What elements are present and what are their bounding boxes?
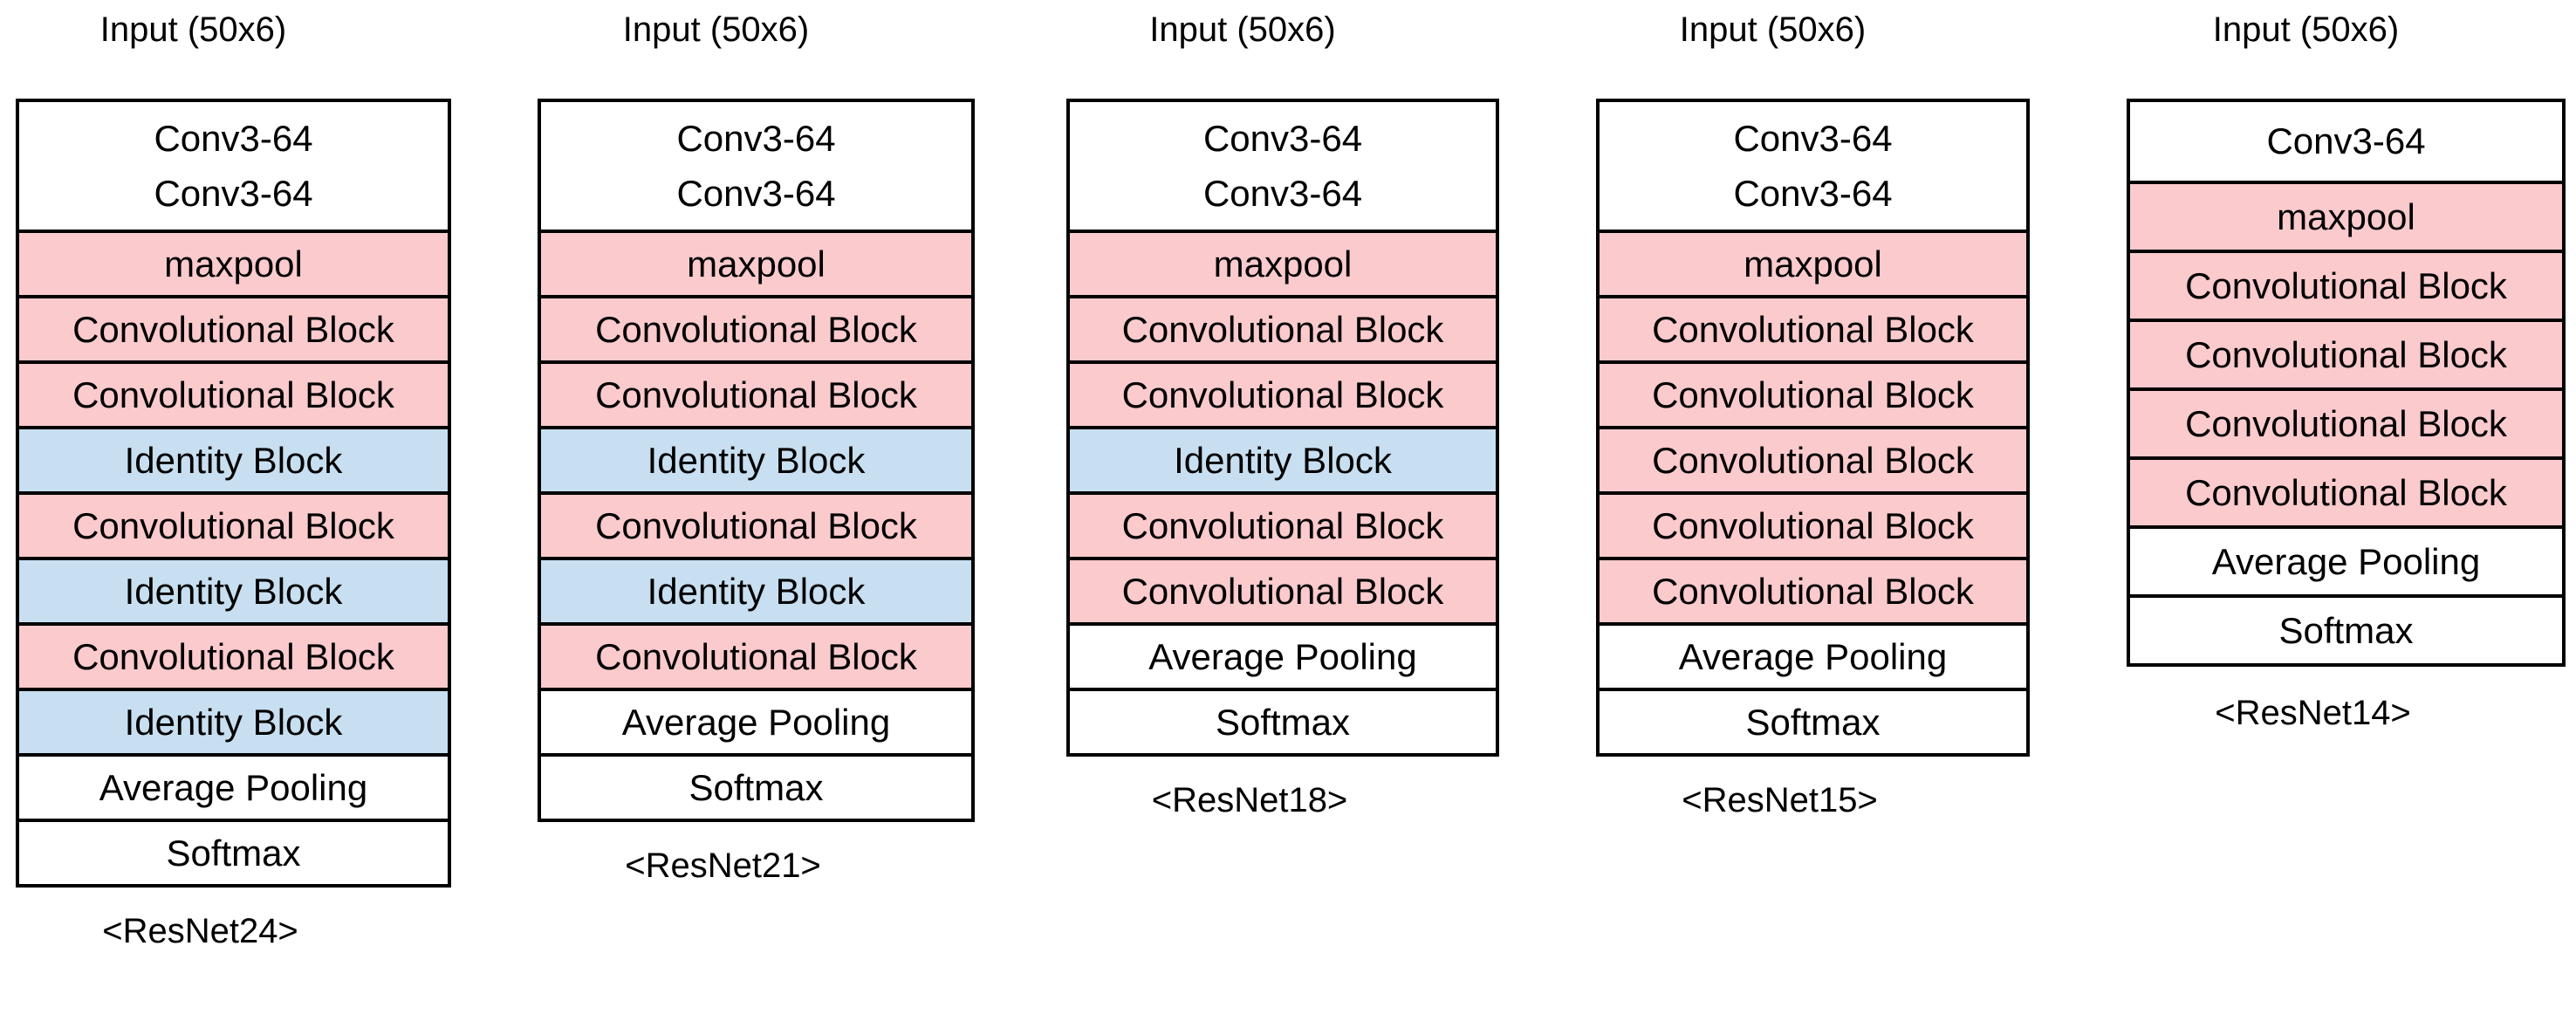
layer-row: Convolutional Block <box>19 495 448 560</box>
layer-row: Convolutional Block <box>541 626 971 691</box>
layer-row: Convolutional Block <box>19 626 448 691</box>
conv-line: Conv3-64 <box>1202 173 1363 214</box>
resnet21-column: Input (50x6) Conv3-64 Conv3-64 maxpool C… <box>538 0 975 1035</box>
layer-row: Convolutional Block <box>541 364 971 429</box>
network-name-label: <ResNet15> <box>1682 781 1878 819</box>
layer-row-conv: Conv3-64 Conv3-64 <box>1600 102 2026 233</box>
layer-row: Convolutional Block <box>19 298 448 364</box>
layer-row: Convolutional Block <box>1600 560 2026 626</box>
input-label: Input (50x6) <box>1679 10 1867 49</box>
layer-row: Identity Block <box>19 691 448 757</box>
input-label: Input (50x6) <box>1149 10 1336 49</box>
layer-row: Average Pooling <box>2130 529 2562 598</box>
layer-row: Convolutional Block <box>2130 391 2562 460</box>
layer-row: Convolutional Block <box>2130 322 2562 391</box>
layer-row: Identity Block <box>19 560 448 626</box>
layer-row: Identity Block <box>19 429 448 495</box>
conv-line: Conv3-64 <box>676 173 836 214</box>
conv-line: Conv3-64 <box>1733 118 1893 159</box>
network-name-label: <ResNet18> <box>1151 781 1348 819</box>
layer-row: Convolutional Block <box>1070 364 1496 429</box>
layer-row: Identity Block <box>541 560 971 626</box>
layer-row: Convolutional Block <box>1070 298 1496 364</box>
input-label: Input (50x6) <box>99 10 287 49</box>
layer-row: Convolutional Block <box>19 364 448 429</box>
input-label: Input (50x6) <box>622 10 810 49</box>
conv-line: Conv3-64 <box>676 118 836 159</box>
network-name-label: <ResNet24> <box>102 912 298 950</box>
conv-line: Conv3-64 <box>1202 118 1363 159</box>
layer-stack: Conv3-64 Conv3-64 maxpool Convolutional … <box>1066 99 1499 757</box>
resnet18-column: Input (50x6) Conv3-64 Conv3-64 maxpool C… <box>1066 0 1499 1035</box>
layer-row: Average Pooling <box>1070 626 1496 691</box>
layer-row: Convolutional Block <box>1600 495 2026 560</box>
layer-row: Convolutional Block <box>1600 429 2026 495</box>
layer-row: Convolutional Block <box>2130 253 2562 322</box>
layer-row-conv: Conv3-64 Conv3-64 <box>1070 102 1496 233</box>
conv-line: Conv3-64 <box>154 173 313 214</box>
layer-row: Convolutional Block <box>1600 364 2026 429</box>
network-name-label: <ResNet14> <box>2215 694 2411 732</box>
network-name-label: <ResNet21> <box>625 847 821 885</box>
layer-row: Softmax <box>541 757 971 819</box>
conv-line: Conv3-64 <box>1733 173 1893 214</box>
layer-row: maxpool <box>2130 184 2562 253</box>
resnet15-column: Input (50x6) Conv3-64 Conv3-64 maxpool C… <box>1596 0 2030 1035</box>
resnet14-column: Input (50x6) Conv3-64 maxpool Convolutio… <box>2127 0 2566 1035</box>
layer-row: maxpool <box>1070 233 1496 298</box>
layer-row: Convolutional Block <box>1600 298 2026 364</box>
layer-stack: Conv3-64 Conv3-64 maxpool Convolutional … <box>538 99 975 822</box>
layer-stack: Conv3-64 Conv3-64 maxpool Convolutional … <box>16 99 451 888</box>
layer-row: Average Pooling <box>1600 626 2026 691</box>
conv-line: Conv3-64 <box>154 118 313 159</box>
layer-row: Average Pooling <box>19 757 448 822</box>
layer-row: maxpool <box>1600 233 2026 298</box>
layer-row: Identity Block <box>1070 429 1496 495</box>
layer-row: Convolutional Block <box>541 298 971 364</box>
resnet24-column: Input (50x6) Conv3-64 Conv3-64 maxpool C… <box>16 0 451 1035</box>
layer-row: Convolutional Block <box>2130 460 2562 529</box>
layer-row: Softmax <box>19 822 448 884</box>
layer-row-conv: Conv3-64 Conv3-64 <box>19 102 448 233</box>
layer-row: Softmax <box>1600 691 2026 753</box>
layer-row: maxpool <box>19 233 448 298</box>
layer-row: Convolutional Block <box>1070 495 1496 560</box>
layer-row-conv: Conv3-64 <box>2130 102 2562 184</box>
layer-stack: Conv3-64 Conv3-64 maxpool Convolutional … <box>1596 99 2030 757</box>
layer-stack: Conv3-64 maxpool Convolutional Block Con… <box>2127 99 2566 667</box>
input-label: Input (50x6) <box>2212 10 2400 49</box>
layer-row: Convolutional Block <box>1070 560 1496 626</box>
layer-row-conv: Conv3-64 Conv3-64 <box>541 102 971 233</box>
layer-row: Softmax <box>2130 598 2562 663</box>
layer-row: Average Pooling <box>541 691 971 757</box>
layer-row: maxpool <box>541 233 971 298</box>
layer-row: Identity Block <box>541 429 971 495</box>
layer-row: Softmax <box>1070 691 1496 753</box>
layer-row: Convolutional Block <box>541 495 971 560</box>
